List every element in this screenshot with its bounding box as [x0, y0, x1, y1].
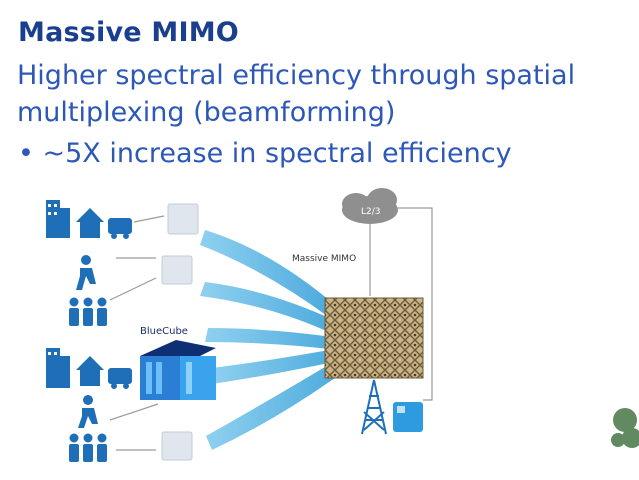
cloud-label: L2/3: [361, 207, 381, 217]
person-icon: [81, 255, 91, 265]
massive-mimo-antenna-array: [324, 297, 424, 379]
cell-tower-icon: [361, 379, 387, 435]
massive-mimo-label: Massive MIMO: [292, 254, 356, 264]
bluecube-label: BlueCube: [140, 326, 188, 337]
user-devices: [46, 200, 132, 462]
subtitle-line-1: Higher spectral efficiency through spati…: [17, 60, 576, 91]
bus-icon: [108, 218, 132, 234]
beams: [200, 230, 346, 450]
beam-1: [200, 230, 335, 318]
beam-4: [212, 348, 343, 384]
building-icon: [46, 200, 60, 238]
cloud-icon: [342, 188, 398, 224]
subtitle-line-2: multiplexing (beamforming): [17, 97, 396, 128]
tree-image: [611, 408, 639, 448]
beam-5: [206, 358, 346, 450]
beam-2: [200, 282, 338, 334]
link-arrows: [109, 215, 165, 451]
small-cell-units: [161, 203, 199, 461]
people-icon: [69, 297, 107, 326]
beam-3: [205, 328, 340, 350]
cloud-connector: [398, 207, 433, 401]
bullet-spectral-efficiency: • ~5X increase in spectral efficiency: [18, 138, 512, 169]
bluecube-server-icon: [140, 340, 216, 400]
house-icon: [76, 208, 104, 222]
slide-title: Massive MIMO: [18, 17, 239, 48]
